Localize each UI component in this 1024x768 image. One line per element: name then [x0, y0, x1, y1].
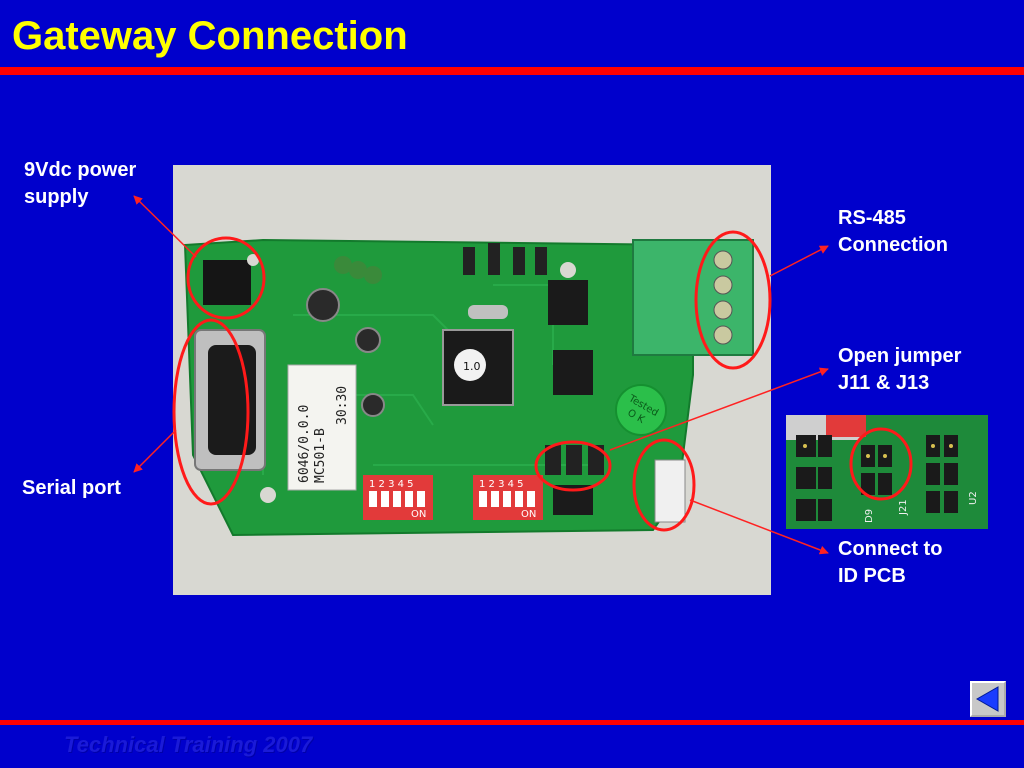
sticker-text-1: 6046/0.0.0 [297, 405, 312, 483]
power-arrow [133, 195, 197, 258]
power-jack [203, 260, 251, 305]
gateway-board-photo: 6046/0.0.0 MC501-B 30:30 1.0 Tested O K [173, 165, 771, 595]
rs485-terminal-block [632, 239, 754, 356]
serial-port-highlight [172, 318, 250, 506]
id-pcb-arrow [689, 499, 829, 555]
slide-title: Gateway Connection [12, 14, 408, 58]
footer-divider [0, 720, 1024, 725]
callout-serial-port: Serial port [22, 477, 121, 499]
svg-text:U2: U2 [968, 491, 979, 505]
id-pcb-connector [654, 459, 686, 523]
callout-power-supply: 9Vdc power supply [24, 159, 137, 208]
callout-rs485: RS-485 Connection [838, 207, 948, 256]
callout-id-pcb: Connect to ID PCB [838, 538, 943, 587]
dip2-on-label: ON [521, 509, 536, 520]
sticker-text-3: 30:30 [335, 386, 350, 425]
rs485-highlight [694, 230, 772, 370]
svg-text:D9: D9 [864, 509, 875, 523]
dip1-on-label: ON [411, 509, 426, 520]
tested-ok-badge [615, 384, 667, 436]
footer-text: Technical Training 2007 [64, 732, 313, 757]
jumper-closeup-illustration: J21 U2 D9 [786, 415, 988, 529]
callout-open-jumper: Open jumper J11 & J13 [838, 345, 962, 394]
jumper-closeup-photo: J21 U2 D9 [786, 415, 988, 529]
title-divider [0, 67, 1024, 75]
svg-text:J21: J21 [898, 499, 909, 516]
id-pcb-highlight [632, 438, 696, 532]
firmware-sticker [287, 364, 357, 491]
dip1-numbers: 1 2 3 4 5 [369, 479, 414, 490]
dip2-numbers: 1 2 3 4 5 [479, 479, 524, 490]
inset-jumper-highlight [849, 427, 913, 501]
chip-label: 1.0 [463, 360, 481, 373]
back-triangle-icon [975, 686, 999, 712]
rs485-arrow [769, 245, 829, 277]
board-illustration: 6046/0.0.0 MC501-B 30:30 1.0 Tested O K [183, 238, 754, 537]
back-button[interactable] [970, 681, 1006, 717]
jumper-arrow [609, 367, 829, 451]
power-jack-highlight [186, 236, 266, 320]
sticker-text-2: MC501-B [313, 428, 328, 483]
serial-arrow [133, 429, 177, 473]
jumper-highlight [534, 440, 612, 492]
